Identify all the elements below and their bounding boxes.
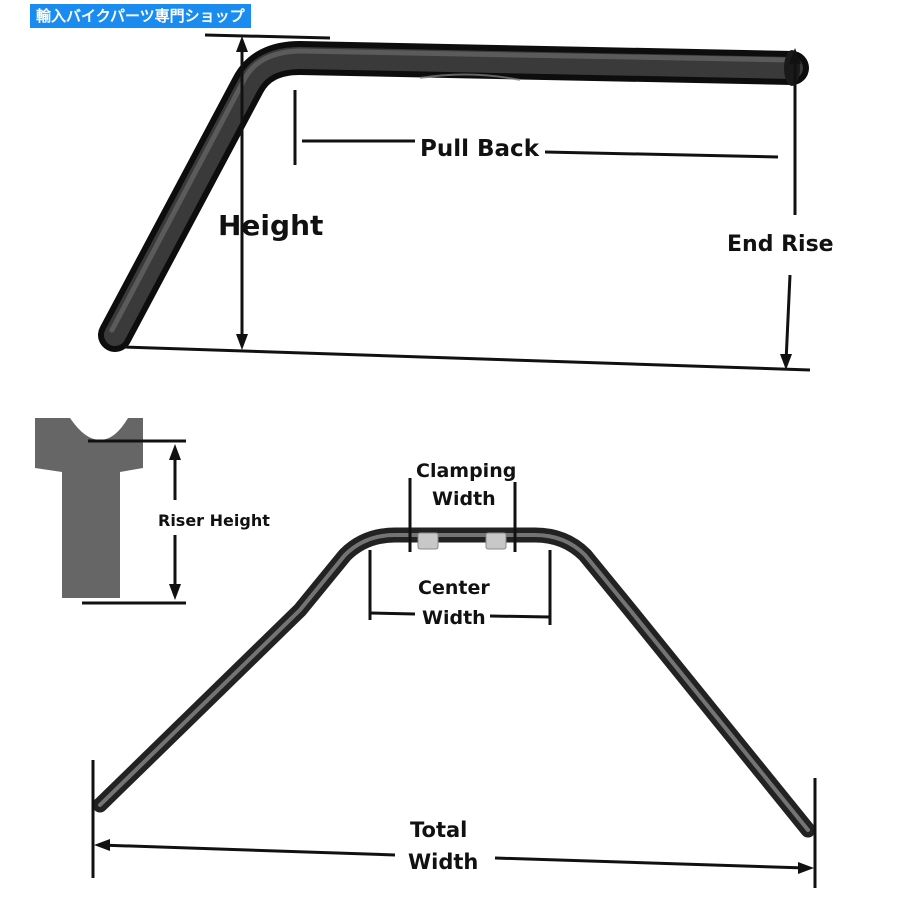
top-reference-line	[204, 33, 331, 40]
center-width-label-line2: Width	[422, 607, 486, 629]
clamping-width-marks	[408, 478, 517, 552]
clamping-width-label-line1: Clamping	[416, 460, 516, 482]
side-handlebar-tube	[98, 41, 809, 352]
riser-height-label: Riser Height	[158, 511, 270, 530]
end-rise-dimension-arrow	[780, 48, 801, 370]
front-handlebar-tube	[92, 527, 816, 838]
clamping-width-label-line2: Width	[432, 488, 496, 510]
clamp-knurling	[417, 532, 507, 550]
side-view: Height Pull Back End Rise	[98, 33, 834, 372]
center-width-dimension	[368, 550, 552, 625]
height-dimension-arrow	[236, 36, 248, 350]
center-width-label-line1: Center	[418, 577, 490, 599]
base-line	[124, 345, 811, 372]
riser-view: Riser Height	[35, 418, 270, 605]
shop-label-badge: 輸入バイクパーツ専門ショップ	[30, 4, 251, 28]
height-label: Height	[218, 209, 323, 242]
pull-back-dimension	[293, 90, 779, 165]
total-width-dimension-arrow	[91, 760, 817, 888]
pull-back-label: Pull Back	[420, 136, 540, 162]
riser-shape	[35, 418, 143, 598]
total-width-label-line1: Total	[410, 818, 467, 842]
end-rise-label: End Rise	[727, 232, 834, 257]
riser-height-arrow	[169, 444, 181, 600]
front-view: Clamping Width Center Width Total Width	[91, 460, 817, 888]
total-width-label-line2: Width	[408, 850, 478, 874]
